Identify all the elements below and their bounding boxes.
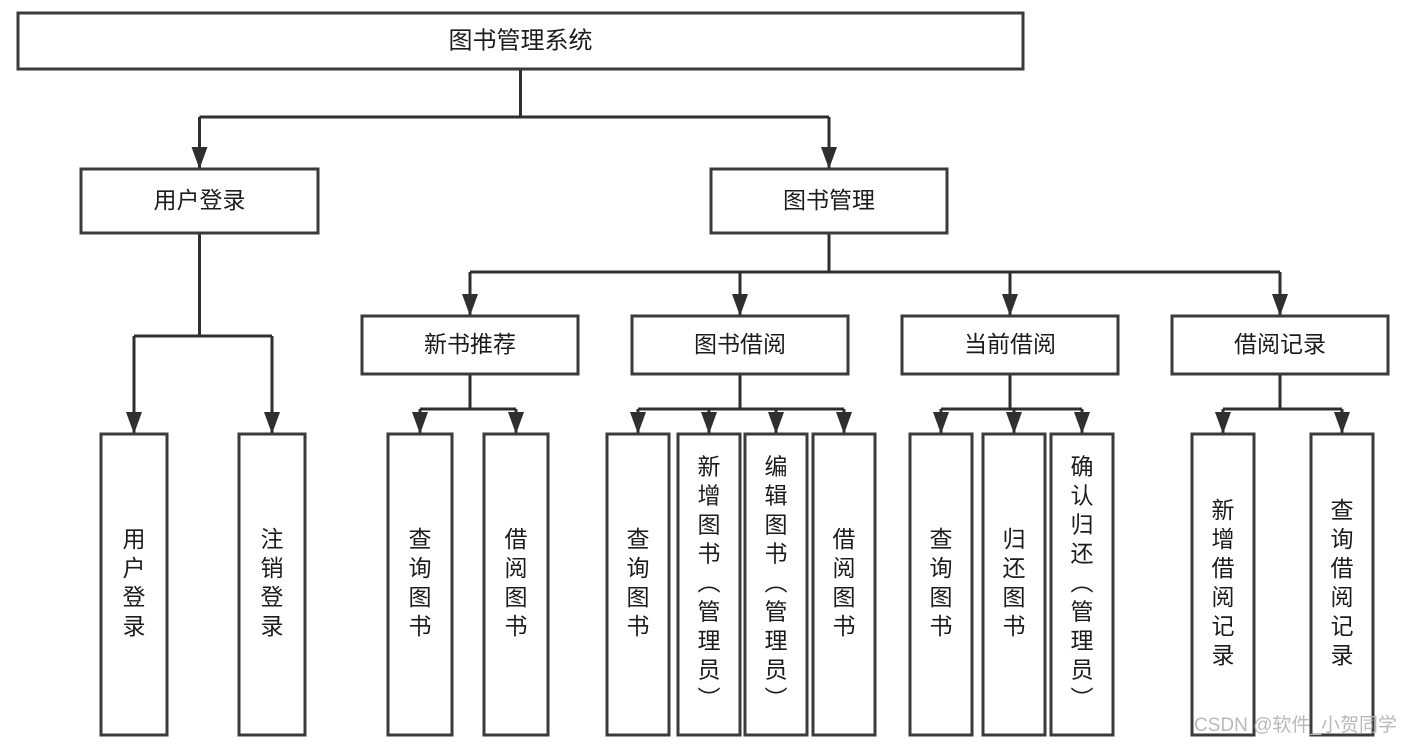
node-box-leaf-user-logout[interactable] — [237, 432, 307, 737]
node-book-manage[interactable]: 图书管理 — [709, 167, 949, 235]
node-new-book-recommend[interactable]: 新书推荐 — [360, 314, 580, 376]
node-label-user-login: 用户登录 — [154, 187, 246, 213]
node-box-book-borrow[interactable] — [630, 314, 850, 376]
root-to-level1-arrow-0 — [191, 147, 208, 169]
node-label-leaf-user-logout: 注销登录 — [261, 526, 284, 639]
node-label-leaf-query-book-3: 查询图书 — [930, 526, 953, 639]
l2-current-borrow-to-leaves-arrow-1 — [1006, 412, 1022, 434]
node-leaf-user-logout[interactable]: 注销登录 — [237, 432, 307, 737]
node-box-leaf-borrow-book-2[interactable] — [811, 432, 877, 737]
bookmanage-to-level2-arrow-1 — [732, 294, 748, 316]
node-leaf-query-borrow-record[interactable]: 查询借阅记录 — [1309, 432, 1375, 737]
node-label-book-manage: 图书管理 — [783, 187, 875, 213]
node-box-leaf-confirm-return[interactable] — [1049, 432, 1115, 737]
node-box-leaf-query-borrow-record[interactable] — [1309, 432, 1375, 737]
node-box-leaf-query-book-3[interactable] — [908, 432, 974, 737]
node-label-leaf-edit-book: 编辑图书︵管理员︶ — [765, 454, 788, 712]
l2-book-borrow-to-leaves-arrow-3 — [836, 412, 852, 434]
node-box-leaf-query-book-2[interactable] — [605, 432, 671, 737]
node-label-leaf-borrow-book-1: 借阅图书 — [505, 526, 528, 639]
l2-new-book-recommend-to-leaves-arrow-0 — [412, 412, 428, 434]
node-leaf-query-book-3[interactable]: 查询图书 — [908, 432, 974, 737]
l2-borrow-record-to-leaves-arrow-1 — [1334, 412, 1350, 434]
node-root[interactable]: 图书管理系统 — [16, 11, 1025, 71]
node-box-borrow-record[interactable] — [1170, 314, 1390, 376]
node-label-leaf-query-borrow-record: 查询借阅记录 — [1331, 497, 1354, 668]
node-user-login[interactable]: 用户登录 — [79, 167, 320, 235]
node-leaf-query-book-2[interactable]: 查询图书 — [605, 432, 671, 737]
node-leaf-confirm-return[interactable]: 确认归还︵管理员︶ — [1049, 432, 1115, 737]
node-leaf-return-book[interactable]: 归还图书 — [981, 432, 1047, 737]
l2-book-borrow-to-leaves-arrow-0 — [630, 412, 646, 434]
node-box-new-book-recommend[interactable] — [360, 314, 580, 376]
node-current-borrow[interactable]: 当前借阅 — [900, 314, 1120, 376]
node-box-leaf-return-book[interactable] — [981, 432, 1047, 737]
nodes-group: 图书管理系统用户登录图书管理新书推荐图书借阅当前借阅借阅记录用户登录注销登录查询… — [16, 11, 1390, 737]
node-label-leaf-query-book-1: 查询图书 — [409, 526, 432, 639]
node-leaf-borrow-book-2[interactable]: 借阅图书 — [811, 432, 877, 737]
node-leaf-query-book-1[interactable]: 查询图书 — [386, 432, 454, 737]
node-leaf-user-login[interactable]: 用户登录 — [99, 432, 169, 737]
node-box-leaf-query-book-1[interactable] — [386, 432, 454, 737]
userlogin-to-leaves-arrow-0 — [126, 412, 142, 434]
node-label-leaf-query-book-2: 查询图书 — [627, 526, 650, 639]
l2-current-borrow-to-leaves-arrow-2 — [1074, 412, 1090, 434]
l2-current-borrow-to-leaves-arrow-0 — [933, 412, 949, 434]
node-label-current-borrow: 当前借阅 — [964, 331, 1056, 357]
l2-new-book-recommend-to-leaves-arrow-1 — [508, 412, 524, 434]
node-leaf-borrow-book-1[interactable]: 借阅图书 — [482, 432, 550, 737]
csdn-watermark: CSDN @软件_小贺同学 — [1194, 714, 1397, 736]
node-leaf-add-book[interactable]: 新增图书︵管理员︶ — [676, 432, 742, 737]
l2-borrow-record-to-leaves-arrow-0 — [1215, 412, 1231, 434]
node-book-borrow[interactable]: 图书借阅 — [630, 314, 850, 376]
connector-lines-group — [126, 69, 1350, 434]
bookmanage-to-level2-arrow-2 — [1002, 294, 1018, 316]
node-borrow-record[interactable]: 借阅记录 — [1170, 314, 1390, 376]
node-box-leaf-user-login[interactable] — [99, 432, 169, 737]
node-box-leaf-edit-book[interactable] — [743, 432, 809, 737]
node-label-leaf-add-borrow-record: 新增借阅记录 — [1212, 497, 1235, 668]
node-label-book-borrow: 图书借阅 — [694, 331, 786, 357]
node-label-leaf-borrow-book-2: 借阅图书 — [833, 526, 856, 639]
node-label-leaf-confirm-return: 确认归还︵管理员︶ — [1071, 454, 1094, 712]
l2-book-borrow-to-leaves-arrow-2 — [768, 412, 784, 434]
node-label-new-book-recommend: 新书推荐 — [424, 331, 516, 357]
node-label-leaf-user-login: 用户登录 — [123, 526, 146, 639]
bookmanage-to-level2-arrow-0 — [462, 294, 478, 316]
node-box-leaf-borrow-book-1[interactable] — [482, 432, 550, 737]
l2-book-borrow-to-leaves-arrow-1 — [701, 412, 717, 434]
node-box-leaf-add-borrow-record[interactable] — [1190, 432, 1256, 737]
node-label-leaf-return-book: 归还图书 — [1003, 526, 1026, 639]
node-box-root[interactable] — [16, 11, 1025, 71]
node-box-user-login[interactable] — [79, 167, 320, 235]
node-label-root: 图书管理系统 — [449, 27, 593, 54]
node-leaf-edit-book[interactable]: 编辑图书︵管理员︶ — [743, 432, 809, 737]
node-label-borrow-record: 借阅记录 — [1234, 331, 1326, 357]
node-leaf-add-borrow-record[interactable]: 新增借阅记录 — [1190, 432, 1256, 737]
bookmanage-to-level2-arrow-3 — [1272, 294, 1288, 316]
userlogin-to-leaves-arrow-1 — [264, 412, 280, 434]
node-box-book-manage[interactable] — [709, 167, 949, 235]
node-box-leaf-add-book[interactable] — [676, 432, 742, 737]
root-to-level1-arrow-1 — [821, 147, 837, 169]
node-box-current-borrow[interactable] — [900, 314, 1120, 376]
node-label-leaf-add-book: 新增图书︵管理员︶ — [698, 454, 721, 712]
